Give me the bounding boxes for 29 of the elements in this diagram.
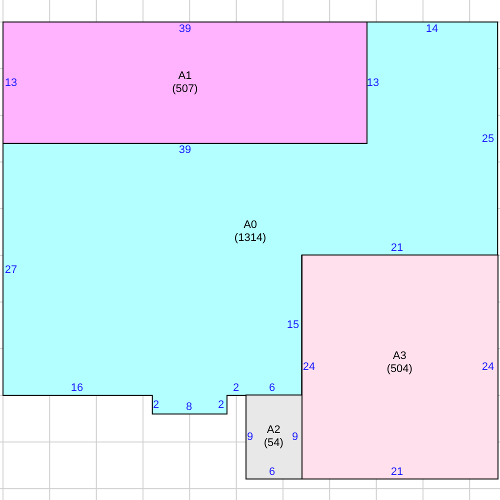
dimension-label: 2 xyxy=(152,399,160,411)
dimension-label: 9 xyxy=(246,431,254,443)
dimension-label: 25 xyxy=(482,133,494,145)
dimension-label: 2 xyxy=(218,399,224,411)
dimension-label: 2 xyxy=(232,382,240,394)
dimension-label: 6 xyxy=(268,382,276,394)
dimension-label: 27 xyxy=(4,264,18,276)
area-size: (507) xyxy=(172,82,198,96)
area-size: (54) xyxy=(264,437,284,450)
dimension-label: 13 xyxy=(4,77,18,89)
dimension-label: 39 xyxy=(178,144,192,156)
area-name: A1 xyxy=(177,70,193,83)
dimension-label: 16 xyxy=(70,382,84,394)
dimension-label: 24 xyxy=(302,361,316,373)
dimension-label: 39 xyxy=(178,23,192,35)
area-size: (1314) xyxy=(234,232,266,245)
dimension-label: 8 xyxy=(186,401,192,413)
area-size: (504) xyxy=(386,362,412,376)
area-name: A2 xyxy=(266,424,282,438)
dimension-label: 24 xyxy=(482,361,494,373)
dimension-label: 9 xyxy=(292,431,298,443)
dimension-label: 13 xyxy=(366,77,380,89)
dimension-label: 6 xyxy=(268,466,276,478)
dimension-label: 21 xyxy=(390,242,404,254)
dimension-label: 21 xyxy=(390,466,404,478)
area-name: A3 xyxy=(392,350,408,363)
area-name: A0 xyxy=(242,218,258,232)
dimension-label: 15 xyxy=(286,319,300,331)
dimension-label: 14 xyxy=(426,23,438,35)
